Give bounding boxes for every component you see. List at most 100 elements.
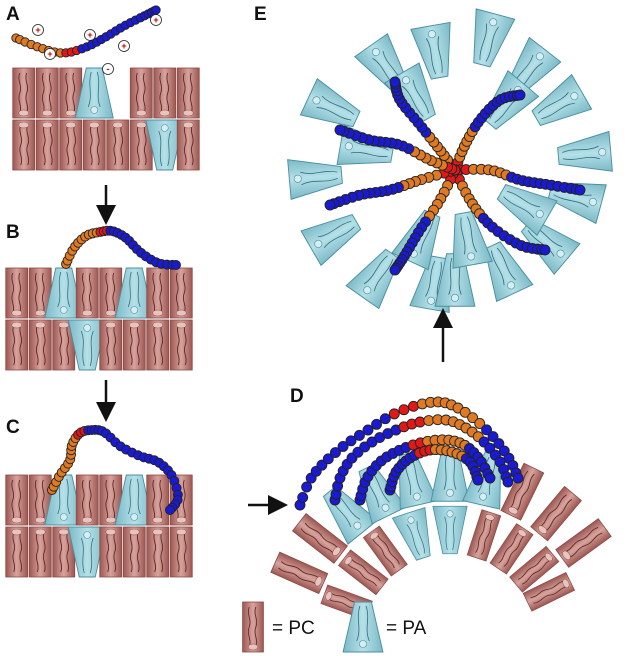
pc-lipid [530,485,582,542]
panel-label-d: D [290,386,304,407]
pa-lipid [299,78,366,138]
charge-circle [102,63,114,75]
pa-lipid [556,131,613,177]
peptide-bead [329,447,341,458]
pc-lipid [35,67,59,119]
pc-lipid [146,319,170,371]
peptide-bead [389,76,401,88]
peptide-bead [502,476,514,488]
pc-lipid [466,509,502,562]
positive-charge: + [153,15,158,25]
pa-lipid [462,8,516,71]
peptide-bead [514,89,526,101]
panel-label-e: E [254,4,267,25]
pa-lipid [432,505,468,555]
charge-markers-a: + + + + + - [32,14,162,75]
pc-lipid [99,526,123,578]
peptide-bead [574,184,586,196]
peptide-bead [362,424,374,436]
peptide-chain-b [61,225,181,270]
pc-lipid [106,119,130,171]
charge-circle [32,24,44,36]
negative-charge: - [107,64,110,74]
charge-circle [118,40,130,52]
positive-charge: + [47,49,52,59]
peptide-bead [297,492,309,503]
pa-lipid [544,170,607,224]
panel-label-c: C [6,417,20,438]
peptide-bead [337,441,349,452]
peptide-bead [467,412,479,424]
pc-lipid [129,67,153,119]
pc-lipid [12,119,36,171]
charge-circle [44,48,56,60]
legend-pc-label: = PC [272,618,315,639]
pc-lipid [176,67,200,119]
peptide-chains-e [324,76,586,276]
peptide-bead [353,429,365,441]
peptide-bead [459,406,471,418]
peptide-bead [481,424,492,436]
pc-lipid [82,119,106,171]
panel-label-b: B [6,222,20,243]
pc-lipid [99,319,123,371]
positive-charge: + [121,41,126,51]
peptide-bead [165,505,175,515]
membrane-panel-d [270,448,612,621]
legend-pa-label: = PA [386,618,427,639]
peptide-bead [423,415,435,426]
peptide-bead [379,413,391,425]
peptide-bead [334,124,346,136]
membrane-panel-a [12,67,200,171]
peptide-bead [472,474,484,486]
pc-lipid [5,526,29,578]
positive-charge: + [87,30,92,40]
pc-lipid [146,526,170,578]
legend-pc-icon [242,601,264,653]
peptide-chains-d [294,396,524,511]
pc-lipid [169,319,193,371]
pa-lipid [300,204,367,266]
pc-lipid [122,319,146,371]
pc-lipid [270,551,329,595]
pc-lipid [122,526,146,578]
pc-lipid [5,267,29,319]
peptide-bead [345,435,357,447]
peptide-bead [324,199,336,211]
charge-circle [84,29,96,41]
pc-lipid [153,67,177,119]
peptide-bead [484,472,496,484]
pc-lipid [75,267,99,319]
pc-lipid [169,526,193,578]
peptide-bead [493,438,505,449]
peptide-bead [171,260,181,270]
positive-charge: + [35,25,40,35]
pc-lipid [12,67,36,119]
peptide-chain-c [47,424,183,515]
membrane-panel-b [5,267,193,371]
peptide-bead [474,418,486,429]
pc-lipid [555,518,612,568]
membrane-panel-c [5,474,193,578]
peptide-bead [388,408,400,420]
peptide-bead [322,453,334,465]
peptide-bead [539,244,551,256]
pc-lipid [146,474,170,526]
pc-lipid [35,119,59,171]
pc-lipid [169,267,193,319]
panel-label-a: A [6,4,20,25]
peptide-bead [389,264,401,276]
charge-circle [150,14,162,26]
pc-lipid [59,119,83,171]
peptide-bead [301,481,313,493]
pc-lipid [75,474,99,526]
pc-lipid [28,526,52,578]
legend: = PC = PA [242,601,427,653]
peptide-bead [371,418,383,430]
peptide-bead [398,404,410,416]
pc-lipid [146,267,170,319]
peptide-bead [487,431,499,443]
pc-lipid [176,119,200,171]
peptide-bead [512,472,524,484]
